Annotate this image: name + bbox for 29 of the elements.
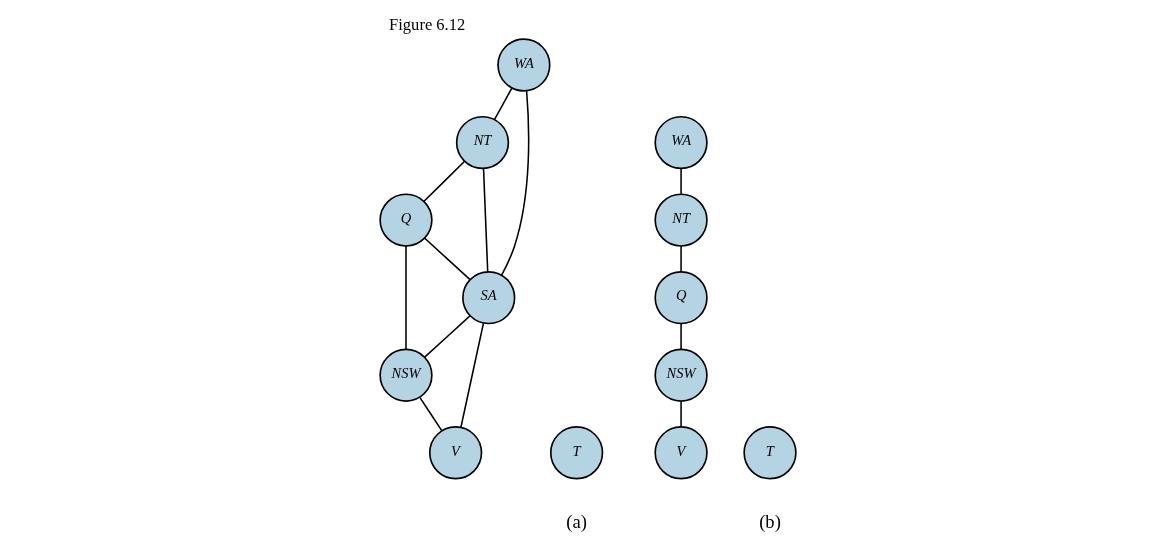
node-circle: WA — [653, 115, 708, 170]
connector — [404, 245, 407, 351]
connector — [679, 323, 682, 350]
node-circle: WA — [496, 38, 551, 92]
connector — [679, 400, 682, 428]
node-circle: NT — [653, 193, 708, 247]
node-circle: Q — [378, 193, 433, 247]
node-circle: T — [742, 426, 797, 480]
connector — [493, 87, 512, 121]
connector — [423, 315, 471, 358]
label: (a) — [565, 510, 587, 532]
label: (b) — [758, 510, 781, 532]
connector — [482, 167, 488, 273]
node-circle: NT — [455, 115, 509, 170]
connector — [422, 160, 465, 203]
connector — [459, 322, 484, 428]
connector — [418, 396, 443, 432]
node-circle: SA — [461, 271, 515, 325]
node-circle: T — [549, 426, 603, 480]
connector — [500, 90, 529, 276]
connector — [679, 167, 682, 195]
diagram-title: Figure 6.12 — [388, 14, 465, 34]
node-circle: NSW — [378, 348, 433, 402]
node-circle: Q — [653, 271, 708, 325]
node-circle: V — [428, 426, 482, 480]
connector — [679, 245, 682, 273]
node-circle: NSW — [653, 348, 708, 402]
connector — [423, 237, 471, 281]
node-circle: V — [653, 426, 708, 480]
